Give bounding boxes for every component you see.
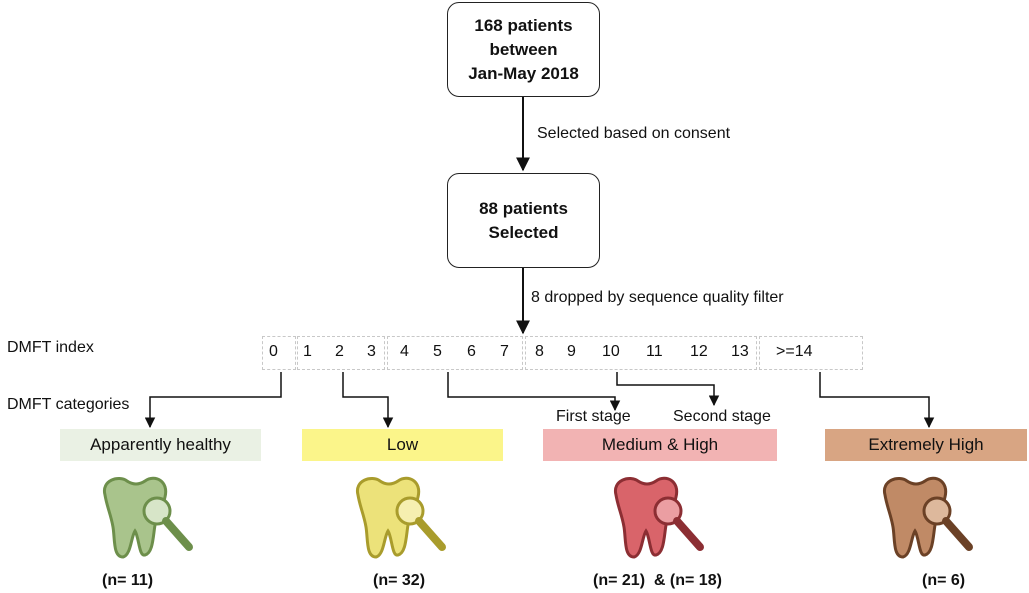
tooth-magnifier-icon: [102, 476, 193, 559]
index-value: 1: [303, 343, 312, 360]
index-value: 6: [467, 343, 476, 360]
index-value: 5: [433, 343, 442, 360]
consent-edge-label: Selected based on consent: [537, 125, 731, 142]
category-low: Low: [302, 429, 503, 461]
index-group-zero: [262, 336, 296, 370]
first-stage-label: First stage: [556, 408, 631, 425]
category-extremely-high: Extremely High: [825, 429, 1027, 461]
tooth-magnifier-icon: [882, 476, 973, 559]
count-extremely-high: (n= 6): [922, 572, 966, 589]
second-stage-label: Second stage: [673, 408, 771, 425]
index-value: 10: [602, 343, 620, 360]
index-value: 13: [731, 343, 749, 360]
arrow-first-stage: [447, 372, 621, 412]
index-value: 11: [646, 343, 663, 360]
tooth-magnifier-icon: [613, 476, 704, 559]
count-low: (n= 32): [373, 572, 426, 589]
index-group-second-stage: [525, 336, 757, 370]
initial-patients-box: 168 patients between Jan-May 2018: [447, 2, 600, 97]
index-group-first-stage: [387, 336, 523, 370]
selected-patients-box: 88 patients Selected: [447, 173, 600, 268]
index-group-extreme: [759, 336, 863, 370]
category-apparently-healthy: Apparently healthy: [60, 429, 261, 461]
index-value: 4: [400, 343, 409, 360]
arrow-extreme: [819, 372, 935, 429]
index-value: 8: [535, 343, 544, 360]
category-medium-high: Medium & High: [543, 429, 777, 461]
arrow-healthy: [144, 372, 282, 429]
arrow-low: [342, 372, 394, 429]
index-value: 0: [269, 343, 278, 360]
index-value: 3: [367, 343, 376, 360]
count-medium-high: (n= 21) & (n= 18): [593, 572, 722, 589]
index-value: 9: [567, 343, 576, 360]
index-group-low: [297, 336, 385, 370]
tooth-magnifier-icon: [355, 476, 446, 559]
dropped-edge-label: 8 dropped by sequence quality filter: [531, 289, 784, 306]
count-apparently-healthy: (n= 11): [102, 572, 154, 589]
arrow-second-stage: [616, 372, 720, 407]
dmft-categories-label: DMFT categories: [7, 396, 130, 413]
index-value: 2: [335, 343, 344, 360]
index-value: >=14: [776, 343, 813, 360]
index-value: 7: [500, 343, 509, 360]
dmft-index-label: DMFT index: [7, 339, 94, 356]
index-value: 12: [690, 343, 708, 360]
